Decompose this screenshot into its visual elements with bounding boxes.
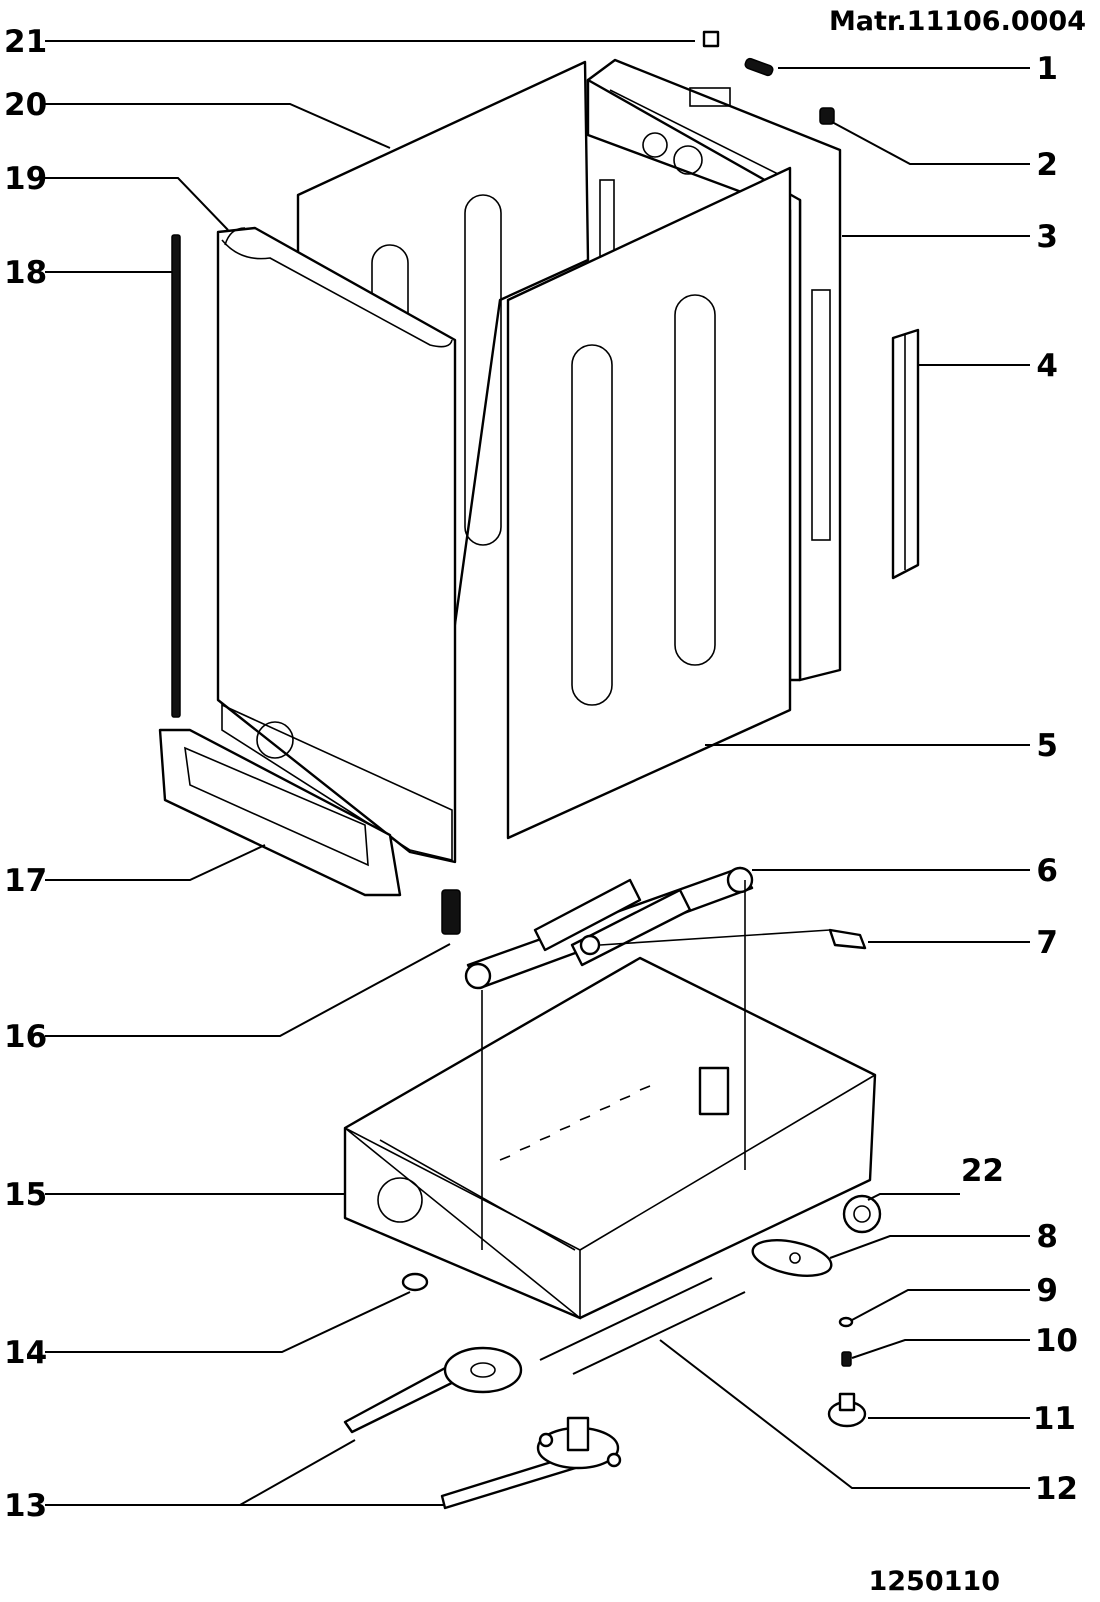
callout-20: 20 xyxy=(4,87,47,123)
part-18-strip xyxy=(171,234,181,718)
part-15-base-tray xyxy=(343,880,877,1320)
callout-22: 22 xyxy=(961,1153,1004,1189)
part-19-front-panel xyxy=(216,226,457,864)
part-7-pin xyxy=(599,928,867,950)
callout-5: 5 xyxy=(1036,728,1058,764)
callout-labels: 21 20 19 18 17 16 15 14 13 1 2 3 4 5 6 7… xyxy=(4,24,1078,1524)
callout-8: 8 xyxy=(1036,1219,1058,1255)
part-13-feet xyxy=(343,1346,622,1510)
callout-11: 11 xyxy=(1033,1401,1076,1437)
leader-8 xyxy=(829,1235,1030,1259)
callout-13: 13 xyxy=(4,1488,47,1524)
part-12-rods xyxy=(539,1277,746,1375)
callout-2: 2 xyxy=(1036,147,1058,183)
callout-17: 17 xyxy=(4,863,47,899)
drawing-number: 1250110 xyxy=(868,1566,1000,1597)
part-8-plate xyxy=(751,1239,833,1277)
callout-10: 10 xyxy=(1035,1323,1078,1359)
leader-20 xyxy=(45,103,391,149)
leader-22 xyxy=(867,1193,960,1201)
part-17-plinth xyxy=(158,728,402,897)
callout-21: 21 xyxy=(4,24,47,60)
callout-19: 19 xyxy=(4,161,47,197)
leader-12 xyxy=(659,1339,1030,1489)
callout-16: 16 xyxy=(4,1019,47,1055)
callout-15: 15 xyxy=(4,1177,47,1213)
callout-1: 1 xyxy=(1036,51,1058,87)
callout-14: 14 xyxy=(4,1335,47,1371)
callout-9: 9 xyxy=(1036,1273,1058,1309)
part-2-clip xyxy=(819,107,835,125)
leader-19 xyxy=(45,177,229,231)
part-5-side-panel xyxy=(506,166,792,840)
leader-2 xyxy=(831,121,1030,165)
part-1-spring xyxy=(744,57,774,77)
callout-3: 3 xyxy=(1036,219,1058,255)
leader-17 xyxy=(45,844,266,881)
callout-4: 4 xyxy=(1036,348,1058,384)
callout-12: 12 xyxy=(1035,1471,1078,1507)
material-code: Matr.11106.0004 xyxy=(829,6,1086,37)
part-16-connector xyxy=(441,889,461,935)
part-10-spring xyxy=(841,1351,852,1367)
leader-9 xyxy=(851,1289,1030,1321)
callout-18: 18 xyxy=(4,255,47,291)
leader-16 xyxy=(45,943,451,1037)
callout-6: 6 xyxy=(1036,853,1058,889)
part-9-washer xyxy=(838,1316,854,1328)
leader-13a xyxy=(45,1439,356,1506)
leader-lines xyxy=(45,40,1030,1506)
leader-14 xyxy=(45,1291,411,1353)
part-22-foot xyxy=(842,1194,882,1234)
part-21-clip xyxy=(702,30,720,48)
part-11-foot xyxy=(827,1392,867,1428)
callout-7: 7 xyxy=(1036,925,1058,961)
part-4-bracket xyxy=(891,328,920,580)
leader-10 xyxy=(851,1339,1030,1359)
part-14-pad xyxy=(401,1272,429,1292)
part-6-shock-absorbers xyxy=(464,866,754,990)
